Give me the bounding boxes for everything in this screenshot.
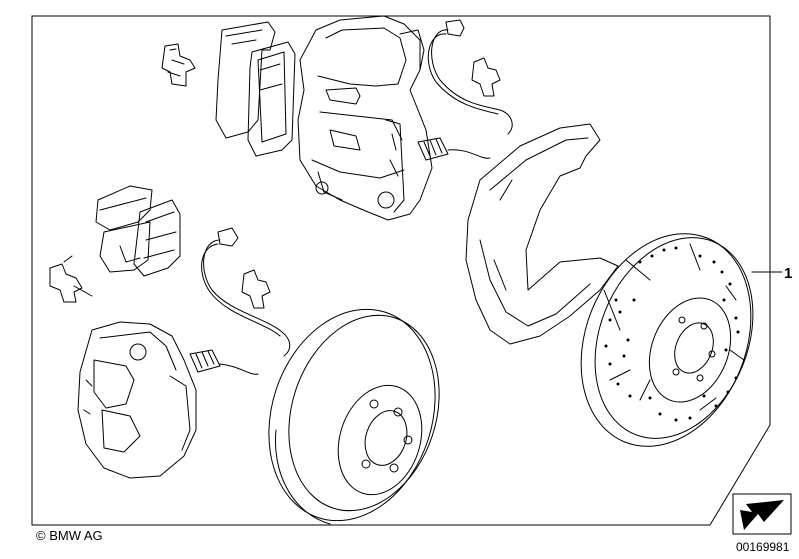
rear-caliper [77,321,197,479]
front-caliper-4-piston [297,15,433,221]
front-brake-disc-drilled [580,233,754,447]
copyright-text: © BMW AG [36,528,103,543]
retaining-spring-clip-top-right [471,57,501,97]
diagram-frame [31,15,771,526]
image-number: 00169981 [736,540,790,554]
brake-disc-shield [465,123,619,345]
brake-pad-set-front [215,21,296,157]
retaining-spring-clip-middle [241,269,271,309]
callout-number: 1 [784,265,792,282]
retaining-spring-clip-left [49,255,93,303]
rear-brake-disc [268,308,440,525]
brake-pad-set-rear [95,185,181,277]
pad-wear-sensor-front [417,19,513,161]
retaining-spring-clip-front [161,43,196,87]
arrow-pointer-icon [732,493,792,535]
pad-wear-sensor-rear [189,227,291,375]
